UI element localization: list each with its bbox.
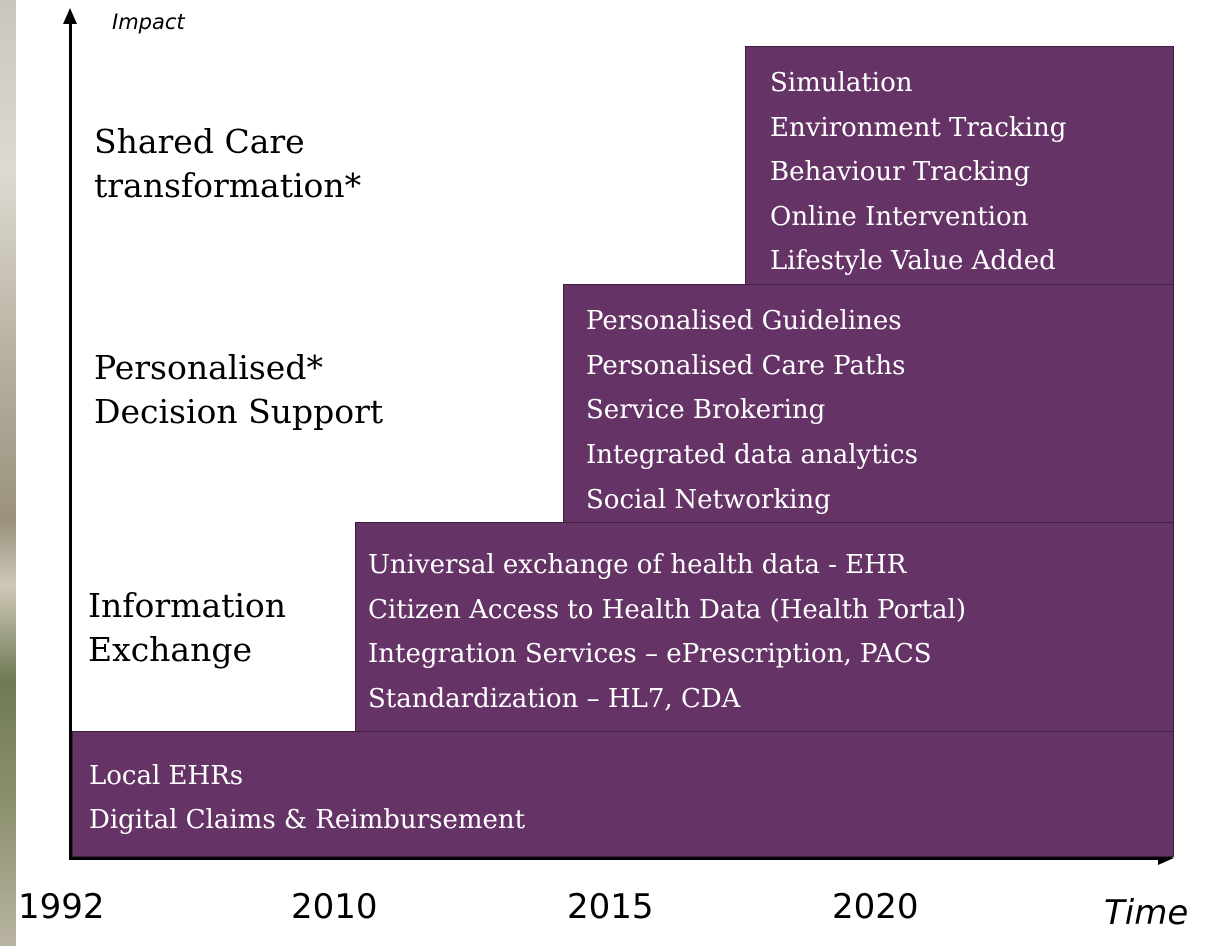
level-label-information-exchange: Information Exchange (88, 584, 286, 672)
level-label-shared-care: Shared Care transformation* (94, 120, 361, 208)
y-axis (69, 14, 72, 860)
block-information-exchange: Universal exchange of health data - EHR … (355, 522, 1174, 732)
year-label: 2015 (567, 887, 654, 927)
block-base: Local EHRs Digital Claims & Reimbursemen… (72, 731, 1174, 857)
block-item: Behaviour Tracking (770, 157, 1031, 187)
block-item: Online Intervention (770, 201, 1029, 232)
block-item: Citizen Access to Health Data (Health Po… (368, 594, 966, 625)
level-label-decision-support: Personalised* Decision Support (94, 346, 383, 434)
level-label-line: Decision Support (94, 392, 384, 431)
block-item: Digital Claims & Reimbursement (89, 805, 526, 835)
y-axis-arrow-icon (63, 8, 77, 24)
block-shared-care: Simulation Environment Tracking Behaviou… (745, 46, 1174, 286)
block-item: Simulation (770, 68, 913, 98)
block-item: Standardization – HL7, CDA (368, 683, 741, 714)
x-axis (69, 857, 1164, 860)
block-item: Lifestyle Value Added (770, 246, 1056, 276)
block-item: Local EHRs (89, 761, 244, 791)
level-label-line: Information (88, 586, 287, 625)
block-item: Environment Tracking (770, 112, 1067, 143)
block-item: Social Networking (586, 484, 831, 515)
background-photo-edge (0, 0, 16, 946)
block-item: Personalised Care Paths (586, 350, 906, 381)
level-label-line: Personalised* (94, 348, 323, 387)
year-label: 1992 (18, 887, 105, 927)
level-label-line: Exchange (88, 630, 253, 669)
y-axis-label: Impact (112, 10, 185, 34)
block-decision-support: Personalised Guidelines Personalised Car… (563, 284, 1174, 523)
year-label: 2020 (832, 887, 919, 927)
block-item: Universal exchange of health data - EHR (368, 550, 907, 580)
x-axis-label: Time (1104, 893, 1189, 933)
level-label-line: transformation* (94, 166, 362, 205)
block-item: Personalised Guidelines (586, 306, 902, 336)
block-item: Integrated data analytics (586, 440, 918, 471)
level-label-line: Shared Care (94, 122, 305, 161)
block-item: Service Brokering (586, 395, 826, 426)
block-item: Integration Services – ePrescription, PA… (368, 639, 932, 669)
year-label: 2010 (291, 887, 378, 927)
